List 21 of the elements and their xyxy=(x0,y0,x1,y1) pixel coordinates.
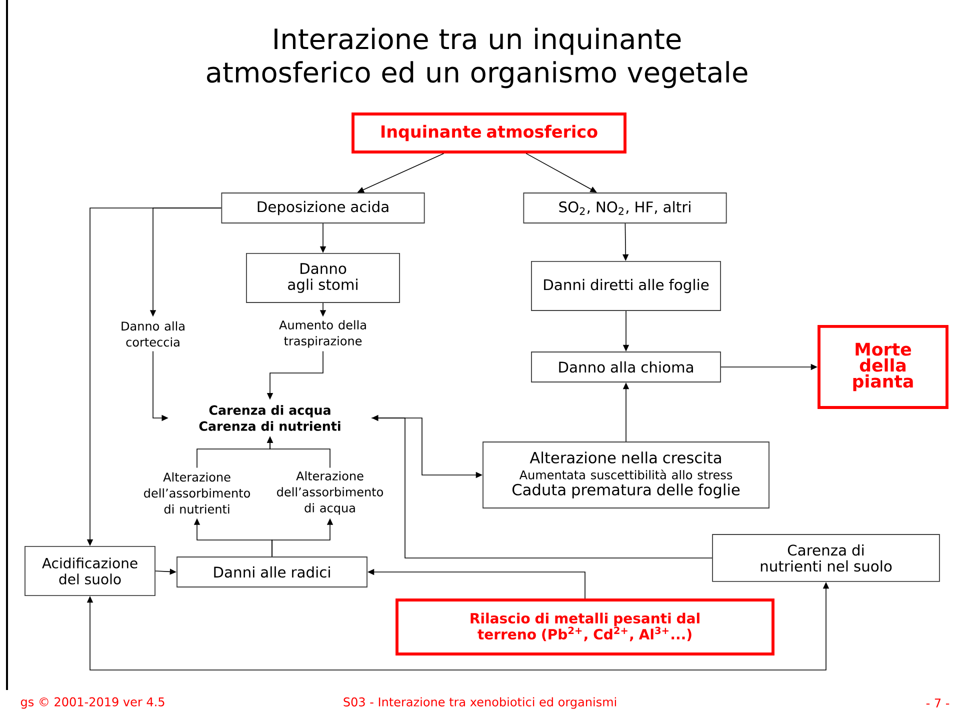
footer-text: - 7 - xyxy=(926,698,950,708)
footer-text: S03 - Interazione tra xenobiotici ed organismi xyxy=(344,697,616,709)
process-box: Danno agli stomi xyxy=(246,253,400,303)
text-label: Aumento della traspirazione xyxy=(279,320,366,348)
highlight-box: Morte della pianta xyxy=(818,325,948,409)
footer-text: gs © 2001-2019 ver 4.5 xyxy=(20,697,164,709)
process-box: Danni alle radici xyxy=(176,556,368,588)
text-label: Carenza di acqua Carenza di nutrienti xyxy=(199,405,340,431)
process-box: Deposizione acida xyxy=(221,192,425,224)
process-box: Danni diretti alle foglie xyxy=(531,261,721,311)
title: Interazione tra un inquinante atmosferico ed un organismo vegetale xyxy=(206,28,748,88)
process-box: SO$_{2}$, NO$_{2}$, HF, altri xyxy=(523,192,727,224)
highlight-box: Inquinante atmosferico xyxy=(352,112,626,154)
highlight-box: Rilascio di metalli pesanti dal terreno (Pb$^{2+}$, Cd$^{2+}$, Al$^{3+}$...) xyxy=(396,598,774,656)
process-box: Alterazione nella crescita Aumentata suscettibilità allo stress Caduta prematura delle foglie xyxy=(482,442,770,508)
text-label: Danno alla corteccia xyxy=(122,321,184,347)
text-label: Alterazione dell’assorbimento di nutrienti xyxy=(144,472,250,514)
process-box: Danno alla chioma xyxy=(531,352,721,382)
process-box: Acidificazione del suolo xyxy=(24,546,156,596)
process-box: Carenza di nutrienti nel suolo xyxy=(712,534,940,582)
text-label: Alterazione dell’assorbimento di acqua xyxy=(277,471,383,515)
